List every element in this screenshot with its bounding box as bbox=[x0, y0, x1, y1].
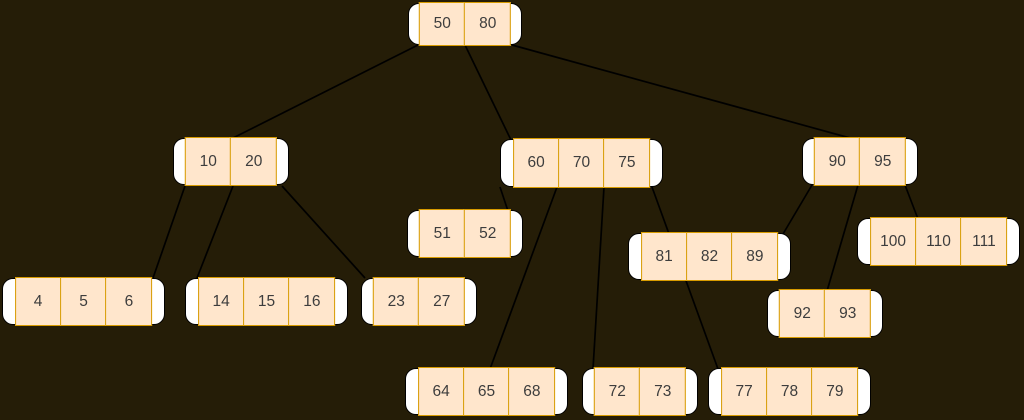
key-cell-64: 64 bbox=[417, 367, 465, 416]
key-cell-92: 92 bbox=[778, 289, 826, 338]
key-cell-65: 65 bbox=[463, 367, 510, 416]
tree-edge-60-70-75-to-51-52 bbox=[499, 186, 509, 212]
key-cell-89: 89 bbox=[731, 232, 779, 281]
key-cell-95: 95 bbox=[859, 137, 907, 186]
key-cell-23: 23 bbox=[372, 277, 420, 326]
key-cell-93: 93 bbox=[824, 289, 872, 338]
tree-edge-90-95-to-100-110-111 bbox=[904, 184, 919, 220]
key-cell-75: 75 bbox=[603, 138, 651, 188]
key-cell-77: 77 bbox=[720, 367, 768, 416]
key-cell-4: 4 bbox=[14, 277, 62, 326]
tree-edge-60-70-75-to-72-73 bbox=[592, 186, 605, 370]
key-cell-50: 50 bbox=[418, 2, 466, 46]
key-cell-79: 79 bbox=[811, 367, 859, 416]
key-cell-111: 111 bbox=[960, 217, 1008, 266]
key-cell-110: 110 bbox=[915, 217, 962, 266]
tree-edge-90-95-to-81-82-89 bbox=[782, 184, 813, 235]
key-cell-14: 14 bbox=[197, 277, 245, 326]
key-cell-20: 20 bbox=[230, 137, 278, 186]
tree-edge-50-80-to-90-95 bbox=[511, 44, 851, 139]
tree-edge-50-80-to-10-20 bbox=[232, 44, 419, 139]
key-cell-100: 100 bbox=[869, 217, 917, 266]
key-cell-10: 10 bbox=[184, 137, 232, 186]
tree-edge-60-70-75-to-64-65-68 bbox=[489, 186, 558, 370]
key-cell-52: 52 bbox=[464, 209, 512, 258]
tree-edge-10-20-to-4-5-6 bbox=[152, 185, 186, 279]
key-cell-90: 90 bbox=[813, 137, 861, 186]
key-cell-15: 15 bbox=[243, 277, 290, 326]
tree-edge-10-20-to-23-27 bbox=[281, 185, 366, 279]
key-cell-73: 73 bbox=[639, 367, 687, 416]
key-cell-68: 68 bbox=[508, 367, 556, 416]
key-cell-70: 70 bbox=[558, 138, 605, 188]
key-cell-82: 82 bbox=[686, 232, 733, 281]
key-cell-5: 5 bbox=[60, 277, 107, 326]
tree-edge-90-95-to-92-93 bbox=[826, 184, 859, 292]
tree-edge-10-20-to-14-15-16 bbox=[196, 185, 234, 279]
key-cell-6: 6 bbox=[105, 277, 153, 326]
tree-edge-50-80-to-60-70-75 bbox=[464, 44, 512, 141]
key-cell-78: 78 bbox=[766, 367, 813, 416]
key-cell-27: 27 bbox=[418, 277, 466, 326]
key-cell-60: 60 bbox=[512, 138, 560, 188]
key-cell-81: 81 bbox=[640, 232, 688, 281]
key-cell-51: 51 bbox=[418, 209, 466, 258]
key-cell-16: 16 bbox=[288, 277, 336, 326]
key-cell-72: 72 bbox=[593, 367, 641, 416]
key-cell-80: 80 bbox=[464, 2, 512, 46]
